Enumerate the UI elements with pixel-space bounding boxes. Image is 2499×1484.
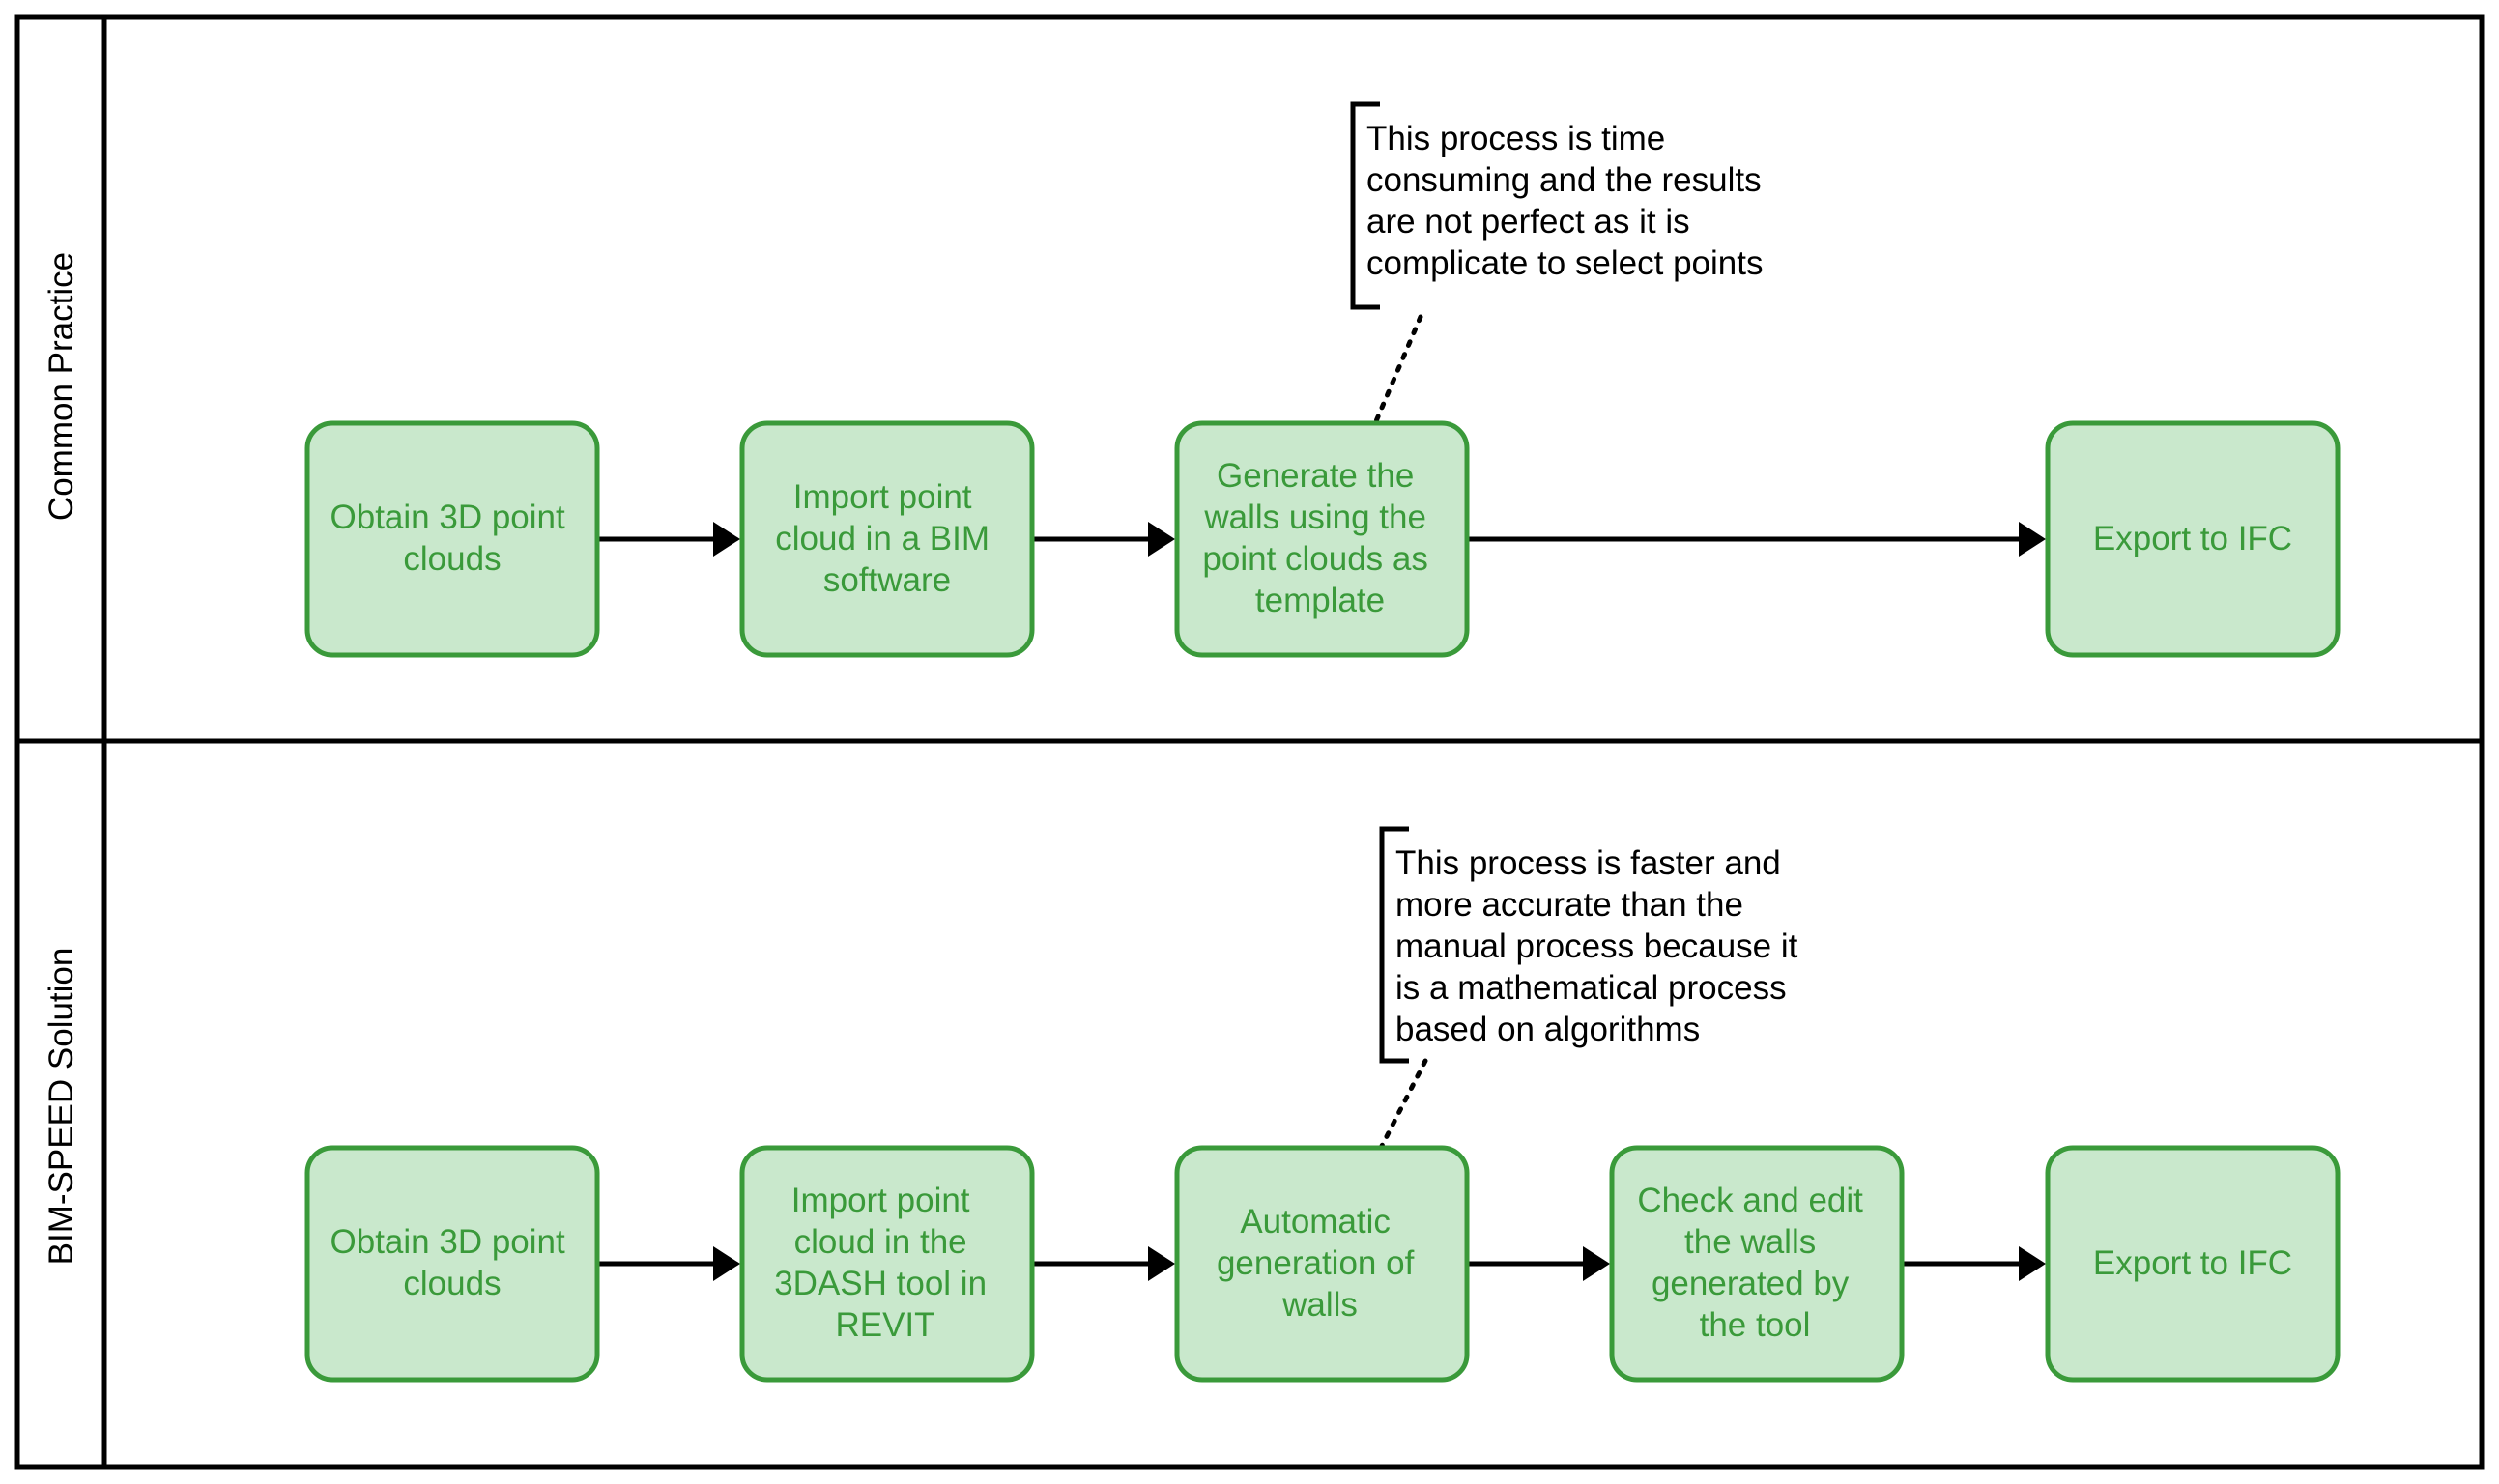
step-label: Automatic generation of walls (1217, 1203, 1423, 1324)
step-generate-walls: Generate the walls using the point cloud… (1174, 420, 1470, 658)
step-export-ifc-1: Export to IFC (2045, 420, 2341, 658)
arrowhead-1-1 (713, 522, 740, 556)
lane-2-steps: Obtain 3D point clouds Import point clou… (304, 1145, 2341, 1383)
step-box (1174, 1145, 1470, 1383)
step-box (1174, 420, 1470, 658)
lane-label-common-practice: Common Practice (43, 252, 80, 521)
arrowhead-2-3 (1583, 1246, 1610, 1281)
step-check-edit-walls: Check and edit the walls generated by th… (1609, 1145, 1905, 1383)
arrowhead-2-1 (713, 1246, 740, 1281)
step-label: Import point cloud in the 3DASH tool in … (774, 1182, 996, 1344)
step-box (304, 420, 600, 658)
step-label: Check and edit the walls generated by th… (1637, 1182, 1872, 1344)
step-box (304, 1145, 600, 1383)
step-automatic-generation: Automatic generation of walls (1174, 1145, 1470, 1383)
step-label: Generate the walls using the point cloud… (1202, 457, 1437, 619)
step-box (2045, 420, 2341, 658)
lane-1-connectors (597, 522, 2046, 556)
lane-2-connectors (597, 1246, 2046, 1281)
arrowhead-2-2 (1148, 1246, 1175, 1281)
step-label: Obtain 3D point clouds (330, 1223, 575, 1302)
step-export-ifc-2: Export to IFC (2045, 1145, 2341, 1383)
step-label: Export to IFC (2093, 520, 2292, 557)
step-import-3dash: Import point cloud in the 3DASH tool in … (739, 1145, 1035, 1383)
step-import-point-cloud-1: Import point cloud in a BIM software (739, 420, 1035, 658)
step-box (2045, 1145, 2341, 1383)
note-1-annotation (1350, 101, 1423, 424)
note-1-text: This process is time consuming and the r… (1366, 120, 1770, 282)
note-1-dotted-connector (1373, 314, 1423, 424)
arrowhead-1-3 (2019, 522, 2046, 556)
step-obtain-point-clouds-2: Obtain 3D point clouds (304, 1145, 600, 1383)
note-2-text: This process is faster and more accurate… (1395, 844, 1807, 1048)
arrowhead-1-2 (1148, 522, 1175, 556)
step-label: Import point cloud in a BIM software (775, 478, 999, 599)
note-2-bracket (1379, 826, 1409, 1064)
note-2-dotted-connector (1379, 1058, 1428, 1149)
arrowhead-2-4 (2019, 1246, 2046, 1281)
step-box (1609, 1145, 1905, 1383)
lane-1-steps: Obtain 3D point clouds Import point clou… (304, 420, 2341, 658)
step-box (739, 420, 1035, 658)
step-label: Export to IFC (2093, 1244, 2292, 1282)
step-obtain-point-clouds-1: Obtain 3D point clouds (304, 420, 600, 658)
step-label: Obtain 3D point clouds (330, 499, 575, 578)
step-box (739, 1145, 1035, 1383)
lane-label-bim-speed: BIM-SPEED Solution (43, 948, 80, 1266)
note-1-bracket (1350, 101, 1380, 310)
note-2-annotation (1379, 826, 1428, 1149)
